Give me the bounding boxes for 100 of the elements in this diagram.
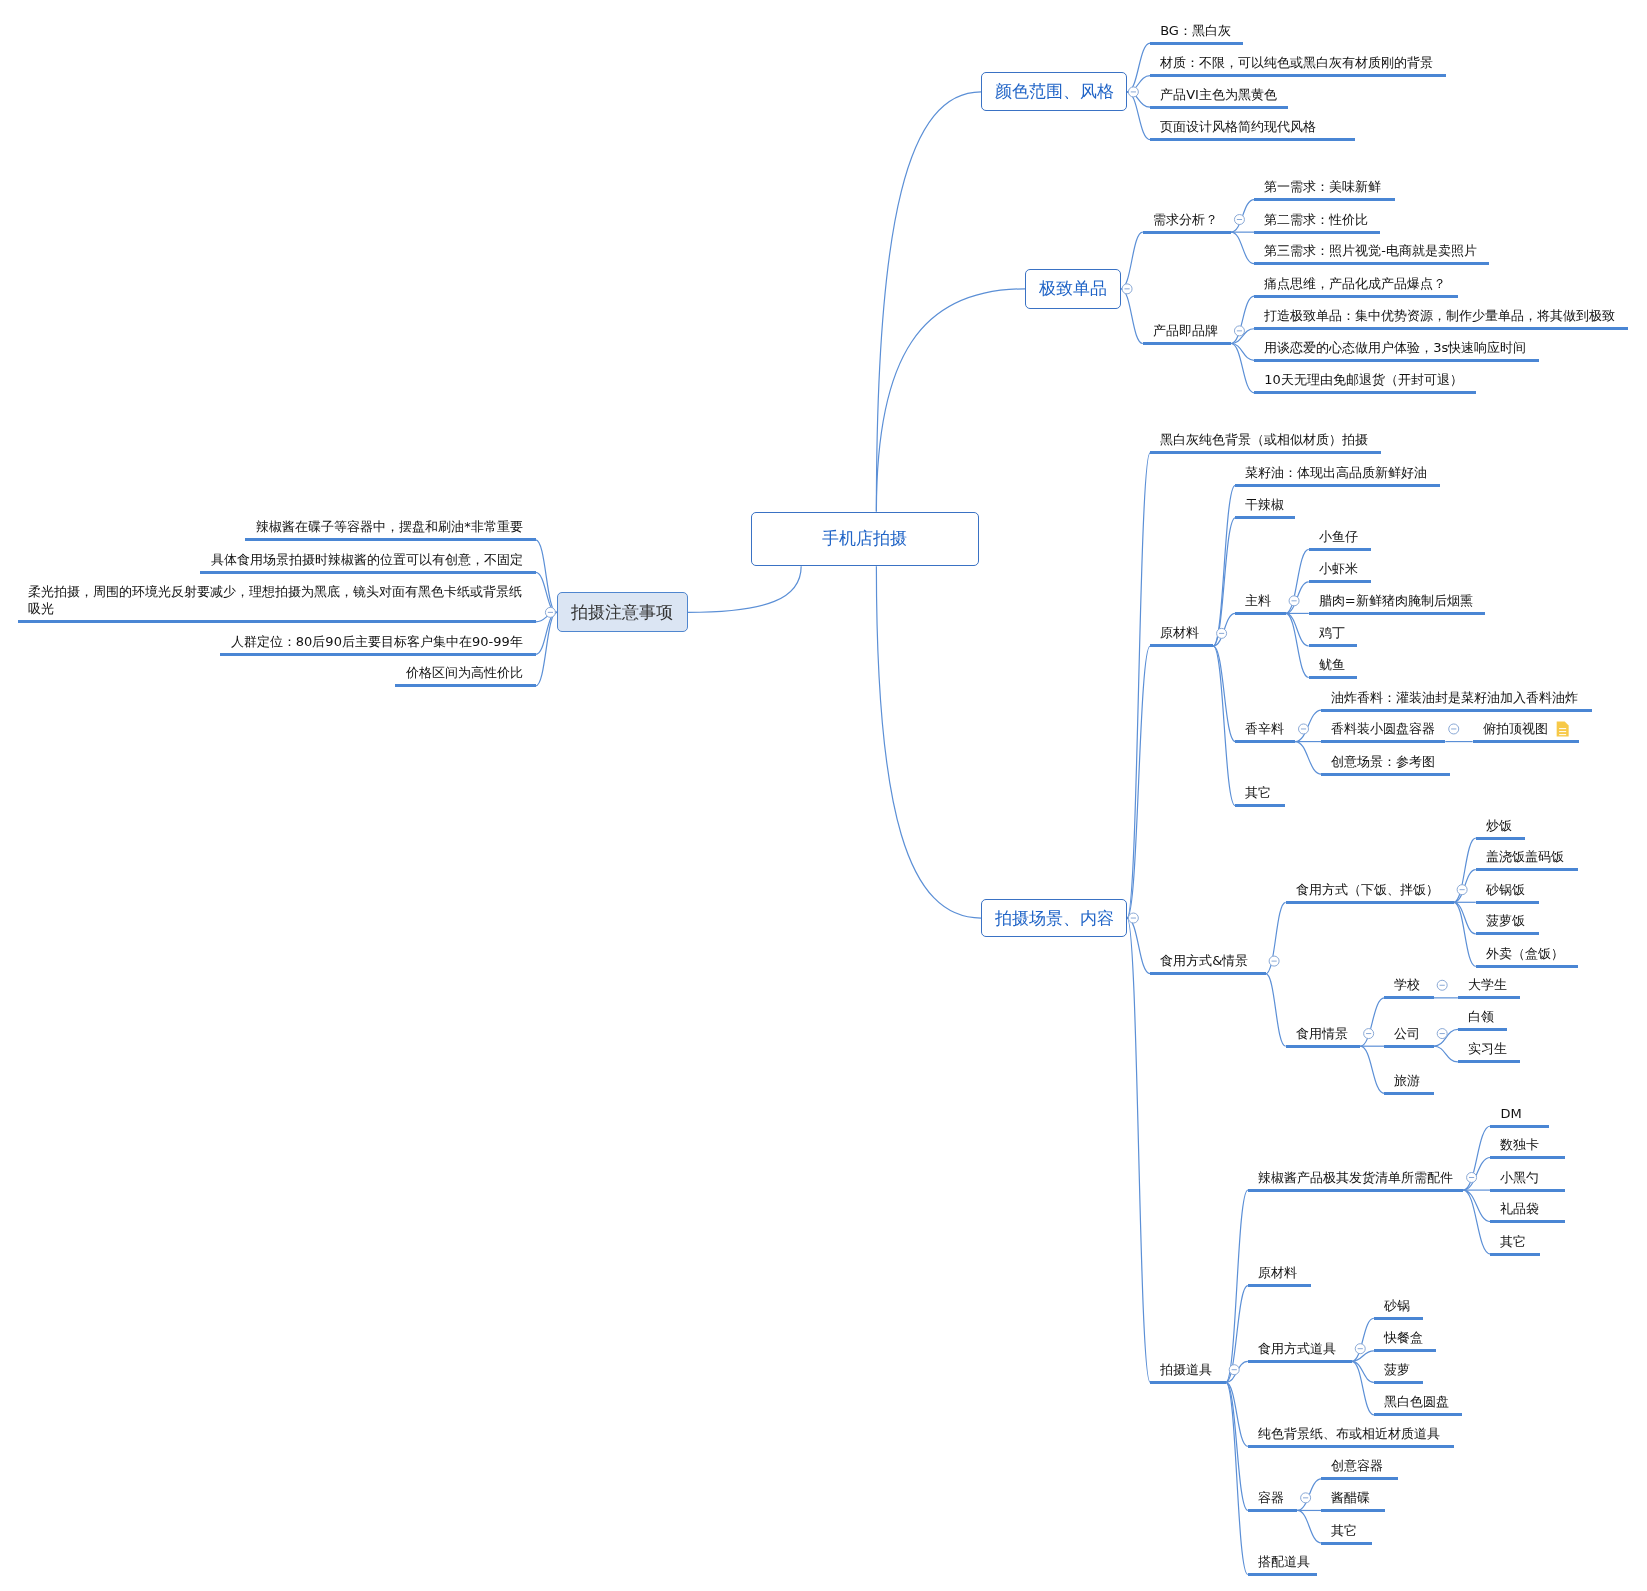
connector	[1265, 901, 1287, 975]
connector	[1225, 1360, 1249, 1383]
connector	[687, 565, 802, 613]
underlined-topic: 菠萝饭	[1475, 909, 1539, 936]
connector	[1285, 612, 1310, 679]
connector	[1462, 1189, 1492, 1191]
underlined-topic: 第三需求：照片视觉-电商就是卖照片	[1254, 239, 1490, 266]
connector	[1462, 1125, 1492, 1191]
underlined-topic: 学校	[1384, 973, 1434, 1000]
connector	[1230, 342, 1255, 394]
underlined-topic: 盖浇饭盖码饭	[1475, 845, 1578, 872]
underlined-topic: 鱿鱼	[1308, 653, 1358, 679]
underlined-topic: 其它	[1321, 1518, 1372, 1545]
connector	[1212, 517, 1236, 647]
connector	[1225, 1381, 1249, 1447]
underlined-topic: 纯色背景纸、布或相近材质道具	[1247, 1421, 1454, 1448]
underlined-topic: 干辣椒	[1235, 493, 1296, 520]
underlined-topic: 具体食用场景拍摄时辣椒酱的位置可以有创意，不固定	[199, 547, 536, 574]
connector	[1453, 837, 1477, 903]
connector	[1294, 740, 1322, 775]
underlined-topic: 小鱼仔	[1308, 524, 1371, 551]
underlined-topic: 公司	[1384, 1021, 1434, 1048]
underlined-topic: 黑白色圆盘	[1373, 1390, 1463, 1417]
underlined-topic: 菜籽油：体现出高品质新鲜好油	[1235, 460, 1441, 487]
underlined-topic: 香辛料	[1235, 717, 1296, 744]
underlined-topic: 辣椒酱产品极其发货清单所需配件	[1247, 1165, 1464, 1192]
underlined-topic: 价格区间为高性价比	[394, 661, 536, 688]
connector	[1453, 901, 1477, 967]
connector	[1230, 231, 1255, 265]
underlined-topic: 礼品袋	[1490, 1197, 1566, 1224]
connector	[1433, 997, 1459, 999]
underlined-topic: 产品即品牌	[1142, 318, 1232, 345]
underlined-topic: 10天无理由免邮退货（开封可退）	[1254, 368, 1476, 395]
underlined-topic: 食用方式&情景	[1150, 949, 1266, 976]
underlined-topic: 腊肉=新鲜猪肉腌制后烟熏	[1308, 588, 1486, 615]
underlined-topic: 原材料	[1247, 1261, 1311, 1288]
underlined-topic: 白领	[1457, 1004, 1508, 1031]
underlined-topic: 酱醋碟	[1321, 1485, 1386, 1512]
underlined-topic: 大学生	[1457, 973, 1520, 1000]
connector	[1433, 1045, 1459, 1063]
underlined-topic: 柔光拍摄，周围的环境光反射要减少，理想拍摄为黑底，镜头对面有黑色卡纸或背景纸吸光	[17, 580, 536, 624]
connector	[1351, 1360, 1375, 1383]
underlined-topic: 搭配道具	[1247, 1550, 1318, 1576]
underlined-topic: 第一需求：美味新鲜	[1254, 175, 1395, 202]
topic-box: 极致单品	[1025, 268, 1121, 309]
underlined-topic: 人群定位：80后90后主要目标客户集中在90-99年	[219, 629, 536, 656]
connector	[1285, 581, 1310, 614]
underlined-topic: 创意场景：参考图	[1321, 749, 1450, 776]
underlined-topic: 砂锅	[1373, 1293, 1424, 1320]
connector	[1230, 295, 1255, 345]
underlined-topic: 小虾米	[1308, 557, 1371, 584]
underlined-topic: 小黑勺	[1490, 1165, 1566, 1192]
underlined-topic: 创意容器	[1321, 1454, 1399, 1481]
underlined-topic: 旅游	[1384, 1068, 1434, 1095]
underlined-topic: 食用情景	[1285, 1021, 1361, 1048]
underlined-topic: 辣椒酱在碟子等容器中，摆盘和刷油*非常重要	[244, 515, 536, 542]
connector	[1285, 612, 1310, 614]
connector	[1444, 740, 1474, 743]
connector	[1294, 709, 1322, 743]
connector	[535, 611, 558, 687]
underlined-topic: 香料装小圆盘容器	[1321, 717, 1446, 744]
connector	[1230, 328, 1255, 345]
connector	[1296, 1509, 1322, 1544]
underlined-topic: 拍摄道具	[1150, 1357, 1226, 1384]
underlined-topic: 产品VI主色为黑黄色	[1150, 82, 1288, 109]
connector	[1453, 901, 1477, 935]
connector	[1212, 645, 1236, 807]
underlined-topic: 材质：不限，可以纯色或黑白灰有材质刚的背景	[1150, 51, 1447, 78]
topic-box: 颜色范围、风格	[981, 72, 1128, 112]
underlined-topic: 油炸香料：灌装油封是菜籽油加入香料油炸	[1321, 685, 1593, 712]
topic-box: 拍摄场景、内容	[981, 899, 1128, 937]
connector	[1225, 1189, 1249, 1383]
underlined-topic: 食用方式道具	[1247, 1336, 1352, 1363]
connector	[1351, 1360, 1375, 1416]
central-topic-box: 手机店拍摄	[751, 511, 979, 567]
topic-box: 拍摄注意事项	[556, 592, 688, 633]
underlined-topic: 菠萝	[1373, 1357, 1424, 1384]
underlined-topic: 外卖（盒饭）	[1475, 941, 1578, 968]
connector	[1212, 612, 1236, 647]
connector	[1265, 973, 1287, 1047]
connector	[1462, 1189, 1492, 1255]
underlined-topic: 容器	[1247, 1485, 1298, 1512]
connector	[1126, 917, 1151, 1383]
connector	[1225, 1381, 1249, 1512]
underlined-topic: 页面设计风格简约现代风格	[1150, 115, 1355, 142]
connector	[1285, 548, 1310, 614]
connector	[1225, 1381, 1249, 1576]
underlined-topic: 俯拍顶视图	[1472, 717, 1579, 744]
connector	[1120, 288, 1144, 345]
underlined-topic: 快餐盒	[1373, 1326, 1436, 1353]
connector	[1453, 869, 1477, 903]
underlined-topic: 黑白灰纯色背景（或相似材质）拍摄	[1150, 428, 1382, 455]
connector	[1230, 231, 1255, 233]
underlined-topic: 用谈恋爱的心态做用户体验，3s快速响应时间	[1254, 335, 1539, 362]
underlined-topic: 食用方式（下饭、拌饭）	[1285, 877, 1454, 904]
underlined-topic: DM	[1490, 1101, 1550, 1128]
connector	[1462, 1189, 1492, 1223]
underlined-topic: 第二需求：性价比	[1254, 207, 1381, 234]
connector	[1433, 1028, 1459, 1047]
underlined-topic: 其它	[1235, 781, 1285, 808]
